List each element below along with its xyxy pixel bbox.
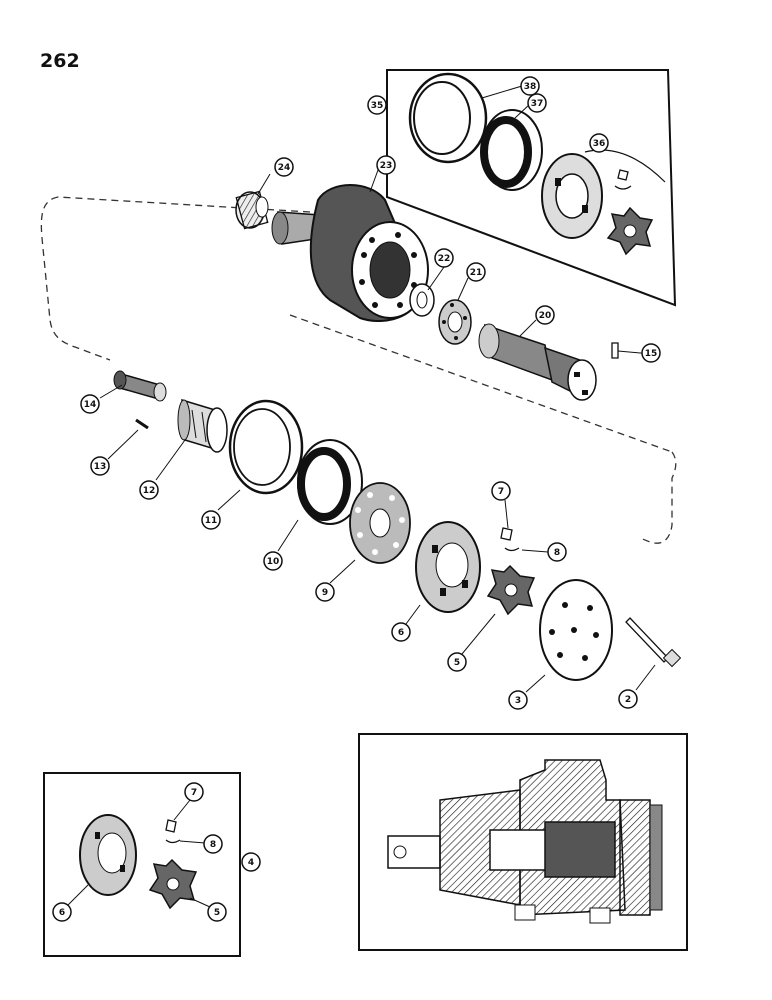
svg-text:35: 35: [371, 101, 384, 111]
leader-lines: [67, 85, 656, 908]
svg-text:9: 9: [322, 588, 328, 598]
svg-text:13: 13: [94, 462, 107, 472]
svg-text:15: 15: [645, 349, 658, 359]
page-number: 262: [40, 50, 80, 72]
svg-text:7: 7: [191, 788, 197, 798]
callout-8: 8: [547, 542, 567, 562]
svg-text:6: 6: [59, 908, 65, 918]
ring-11: [228, 399, 304, 495]
bearing-cage-12: [177, 398, 228, 453]
plate-21: [438, 299, 472, 345]
housing-23: [271, 184, 429, 322]
callout-11: 11: [201, 510, 221, 530]
gerotor-outer-36: [541, 153, 603, 239]
callout-22: 22: [434, 248, 454, 268]
callout-14: 14: [80, 394, 100, 414]
seal-ring-37: [480, 109, 543, 191]
svg-text:4: 4: [248, 858, 254, 868]
svg-text:6: 6: [398, 628, 404, 638]
end-cap-3: [539, 579, 613, 681]
svg-text:23: 23: [380, 161, 393, 171]
callout-7: 7: [491, 481, 511, 501]
svg-text:21: 21: [470, 268, 483, 278]
svg-text:10: 10: [267, 557, 280, 567]
callout-3: 3: [508, 690, 528, 710]
cross-section-view: [358, 733, 688, 951]
svg-text:20: 20: [539, 311, 552, 321]
svg-text:14: 14: [84, 400, 97, 410]
callout-24: 24: [274, 157, 294, 177]
callout-20: 20: [535, 305, 555, 325]
needle-bearing-24: [235, 190, 269, 230]
callout-36: 36: [589, 133, 609, 153]
callout-35: 35: [367, 95, 387, 115]
svg-text:36: 36: [593, 139, 606, 149]
callout-21: 21: [466, 262, 486, 282]
callout-5-inset: 5: [207, 902, 227, 922]
svg-text:37: 37: [531, 99, 544, 109]
gerotor-6: [415, 521, 481, 613]
callout-9: 9: [315, 582, 335, 602]
callout-6-inset: 6: [52, 902, 72, 922]
spring-8: [504, 547, 520, 552]
dashed-group-outline: [40, 196, 677, 544]
port-plate-9: [349, 482, 411, 564]
callout-8-inset: 8: [203, 834, 223, 854]
svg-text:22: 22: [438, 254, 451, 264]
star-rotor-5: [486, 564, 536, 616]
svg-text:5: 5: [214, 908, 220, 918]
svg-text:5: 5: [454, 658, 460, 668]
ring-38: [408, 72, 488, 164]
pin-13: [135, 418, 149, 430]
svg-text:8: 8: [210, 840, 216, 850]
callout-4: 4: [241, 852, 261, 872]
svg-text:38: 38: [524, 82, 537, 92]
callout-37: 37: [527, 93, 547, 113]
pin-15: [611, 342, 641, 359]
star-rotor-36: [606, 206, 654, 256]
callout-2: 2: [618, 689, 638, 709]
svg-text:24: 24: [278, 163, 291, 173]
svg-text:8: 8: [554, 548, 560, 558]
coupling-14: [113, 370, 167, 402]
bolt-2: [625, 617, 682, 668]
callout-6: 6: [391, 622, 411, 642]
svg-text:3: 3: [515, 696, 521, 706]
callout-10: 10: [263, 551, 283, 571]
callout-23: 23: [376, 155, 396, 175]
callout-13: 13: [90, 456, 110, 476]
callout-38: 38: [520, 76, 540, 96]
callout-7-inset: 7: [184, 782, 204, 802]
inset-box-top: [386, 69, 677, 307]
svg-text:2: 2: [625, 695, 631, 705]
callout-15: 15: [641, 343, 661, 363]
svg-text:11: 11: [205, 516, 218, 526]
svg-text:12: 12: [143, 486, 156, 496]
vane-7: [500, 527, 513, 541]
callout-12: 12: [139, 480, 159, 500]
inset-box-bottom-left: [43, 772, 241, 957]
svg-text:7: 7: [498, 487, 504, 497]
seal-ring-10: [297, 439, 363, 525]
callout-5: 5: [447, 652, 467, 672]
drive-shaft-20: [478, 323, 597, 401]
washer-22: [409, 283, 435, 317]
